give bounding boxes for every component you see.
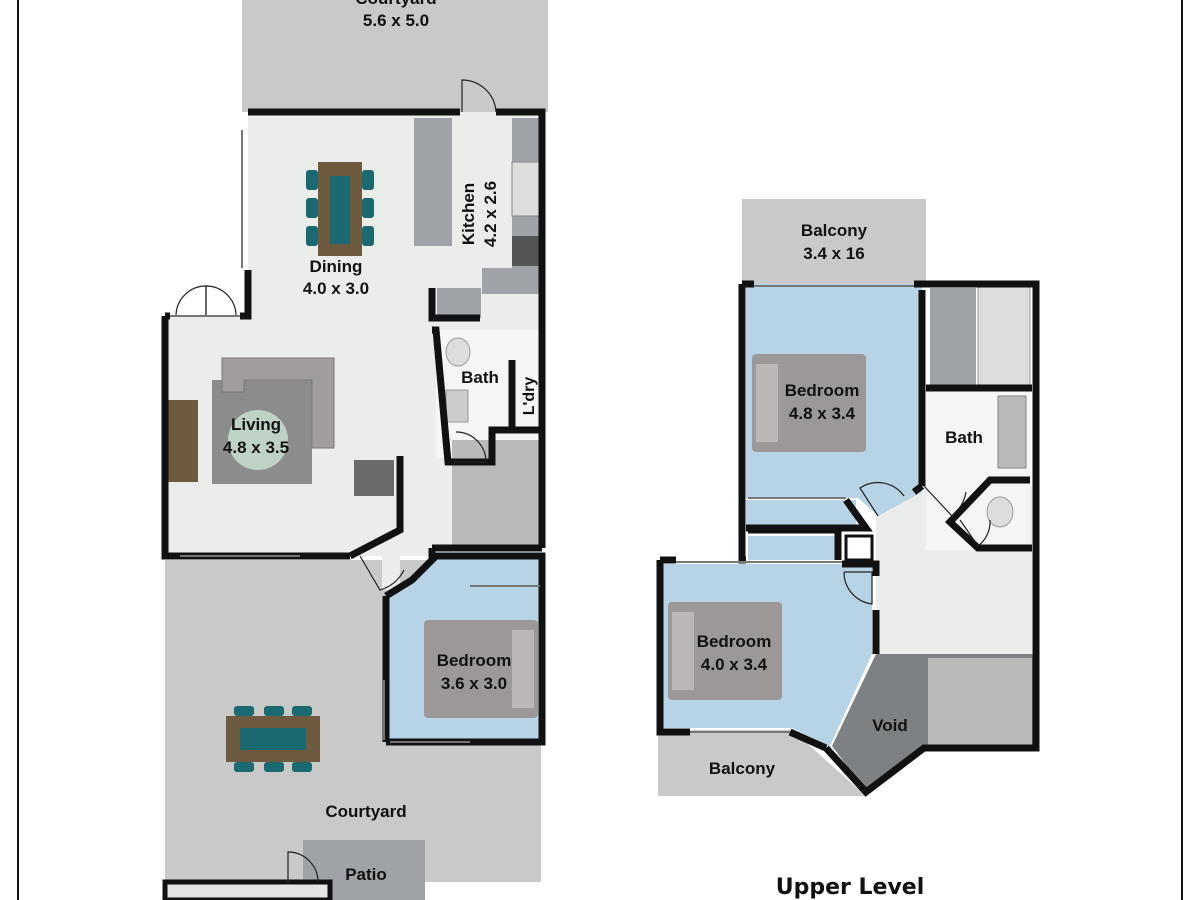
tv-unit	[168, 400, 198, 482]
bath-label: Bath	[461, 368, 499, 387]
balcony-top-area	[742, 199, 926, 284]
upper-bathtub	[977, 283, 1031, 389]
bed-upper-1-pillows	[756, 364, 778, 442]
ground-windows	[170, 130, 540, 743]
bed-upper-2	[668, 602, 782, 700]
bedroom1-size: 4.8 x 3.4	[789, 404, 856, 423]
bed-upper-1	[752, 354, 866, 452]
upper-windows	[676, 285, 914, 733]
balcony-top-size: 3.4 x 16	[803, 244, 864, 263]
lower-building-edge	[162, 879, 333, 900]
living-label: Living	[231, 415, 281, 434]
level-title: Upper Level	[776, 875, 925, 900]
outdoor-chairs	[234, 706, 312, 772]
bedroom1-label: Bedroom	[785, 381, 860, 400]
balcony-top-label: Balcony	[801, 221, 868, 240]
upper-level: Balcony 3.4 x 16 Bedroom 4.8 x 3.4 Bath …	[656, 199, 1040, 900]
cooktop	[512, 236, 540, 266]
dining-chairs	[306, 170, 374, 246]
upper-vanity	[997, 395, 1027, 469]
dining-table-runner	[330, 176, 350, 244]
courtyard-top-size: 5.6 x 5.0	[363, 11, 429, 30]
balcony-bottom-area	[658, 730, 866, 796]
bedroom-ground-size: 3.6 x 3.0	[441, 674, 507, 693]
bedroom2-size: 4.0 x 3.4	[701, 655, 768, 674]
kitchen-bench-bottom	[482, 268, 542, 294]
courtyard-top-area	[242, 0, 548, 112]
bedroom-ground-label: Bedroom	[437, 651, 512, 670]
stairs-ground	[452, 440, 542, 548]
bed-ground-pillows	[512, 630, 534, 708]
patio-label: Patio	[345, 865, 387, 884]
vanity	[445, 389, 469, 423]
stairs-upper	[928, 658, 1032, 746]
upper-toilet	[986, 496, 1014, 528]
living-coffee-table	[228, 410, 288, 470]
bed-upper-2-pillows	[672, 612, 694, 690]
upper-doors	[843, 481, 991, 605]
stove-fireplace	[354, 460, 394, 496]
dining-size: 4.0 x 3.0	[303, 279, 369, 298]
balcony-bottom-label: Balcony	[709, 759, 776, 778]
upper-cupboard	[844, 534, 874, 562]
upper-walls	[656, 280, 1040, 797]
outdoor-table-runner	[240, 728, 306, 750]
dining-label: Dining	[310, 257, 363, 276]
ground-level: Courtyard 5.6 x 5.0 Dining 4.0 x 3.0 Kit…	[161, 0, 548, 900]
ground-doors	[175, 79, 497, 883]
courtyard-top-label: Courtyard	[355, 0, 436, 8]
living-sofa	[221, 357, 335, 449]
upper-bath-label: Bath	[945, 428, 983, 447]
kitchen-sink	[511, 161, 541, 217]
kitchen-size: 4.2 x 2.6	[481, 181, 500, 247]
kitchen-label: Kitchen	[459, 183, 478, 245]
void-label: Void	[872, 716, 908, 735]
bedroom2-label: Bedroom	[697, 632, 772, 651]
upper-shower	[930, 288, 976, 388]
toilet	[445, 337, 471, 367]
bedroom1-robe	[746, 500, 856, 526]
courtyard-bottom-label: Courtyard	[325, 802, 406, 821]
kitchen-island	[414, 118, 452, 246]
laundry-label: L'dry	[521, 377, 538, 416]
bedroom2-robe	[748, 536, 838, 560]
fridge	[437, 288, 481, 318]
bed-ground	[424, 620, 538, 718]
living-size: 4.8 x 3.5	[223, 438, 289, 457]
